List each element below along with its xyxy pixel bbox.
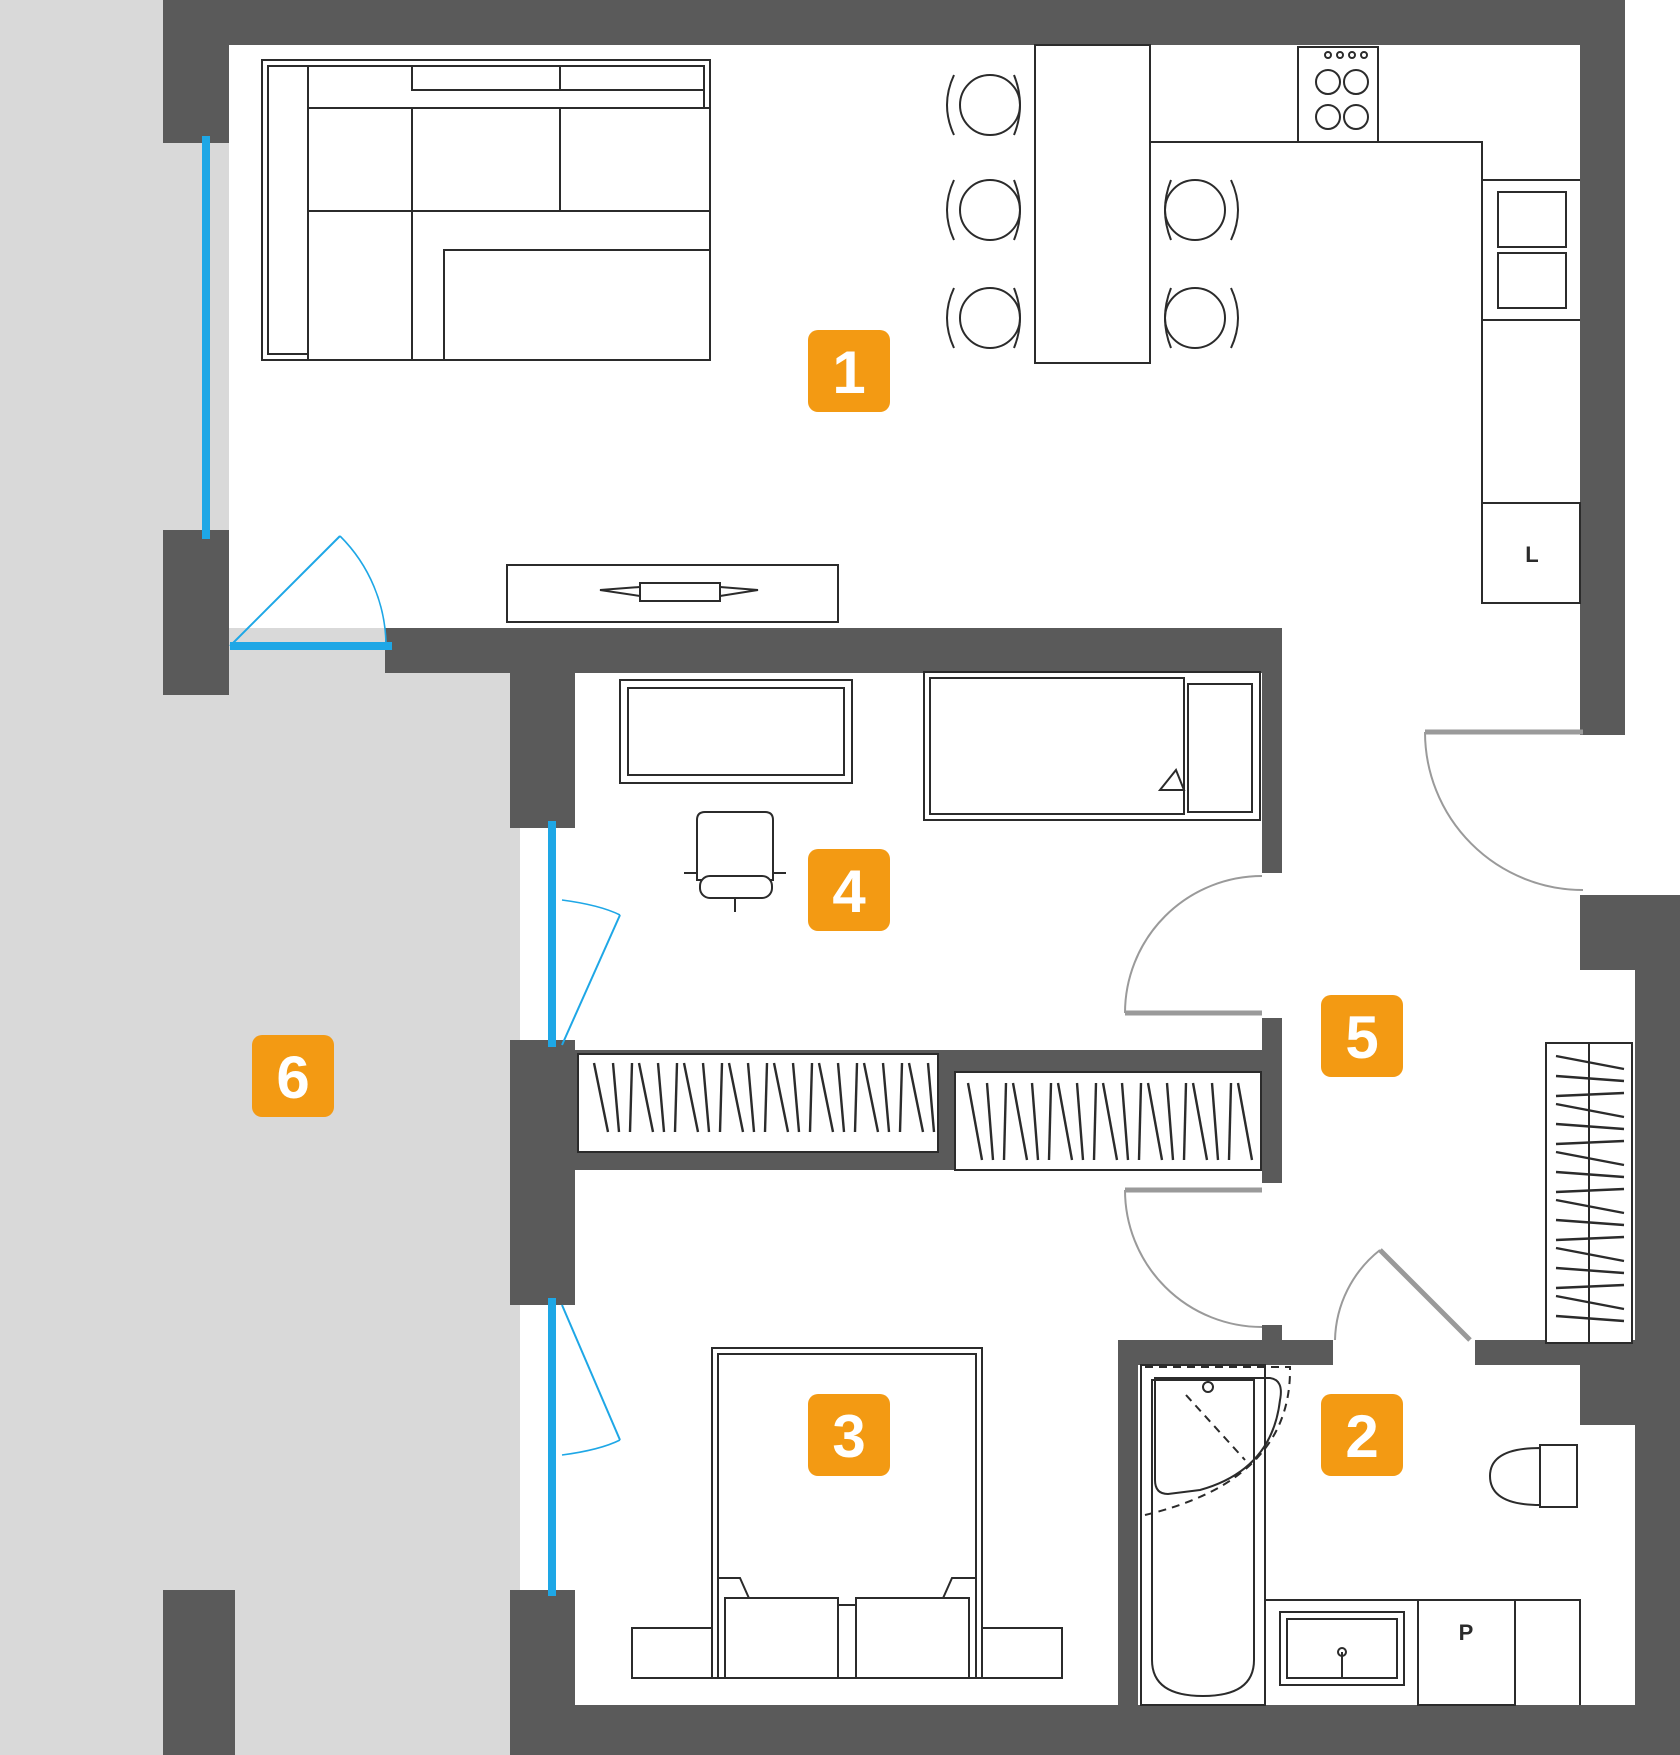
tv-unit [506,564,839,623]
svg-text:6: 6 [276,1044,309,1111]
room-badge-3: 3 [808,1394,890,1476]
svg-text:5: 5 [1345,1004,1378,1071]
stove-icon [1297,46,1379,143]
balcony-door-room-4[interactable] [561,899,621,1046]
toilet [1488,1444,1578,1508]
bar-stools [946,74,1239,349]
balcony-door-room-1[interactable] [229,535,392,650]
nightstand-right [981,1627,1063,1679]
svg-text:3: 3 [832,1403,865,1470]
wardrobe-hangers [592,1062,936,1133]
windows [202,136,556,1596]
washer-mark: P [1459,1620,1474,1645]
boiler-mark: L [1525,542,1538,567]
door-entrance[interactable] [1424,729,1584,891]
door-room-3[interactable] [1124,1187,1263,1328]
room-badge-6: 6 [252,1035,334,1117]
sink [1265,1599,1581,1705]
office-chair [684,811,786,912]
svg-text:4: 4 [832,858,866,925]
bathtub [1140,1364,1266,1706]
room-badge-5: 5 [1321,995,1403,1077]
svg-text:2: 2 [1345,1403,1378,1470]
door-bathroom[interactable] [1334,1248,1472,1342]
room-badge-4: 4 [808,849,890,931]
single-bed [923,671,1261,821]
room-badge-1: 1 [808,330,890,412]
dining-counter [1034,44,1151,364]
svg-text:1: 1 [832,339,865,406]
double-bed [711,1347,983,1679]
door-room-4[interactable] [1124,875,1263,1016]
wardrobe-hangers [966,1082,1254,1161]
kitchen-counter [1150,141,1581,604]
washing-machine [1417,1599,1516,1706]
coffee-table [443,249,711,361]
wardrobe-hangers [1555,1054,1625,1323]
room-badge-2: 2 [1321,1394,1403,1476]
nightstand-left [631,1627,713,1679]
wardrobe-room-4 [577,1053,939,1153]
shower-corner [1144,1366,1292,1516]
balcony-door-room-3[interactable] [561,1304,621,1456]
